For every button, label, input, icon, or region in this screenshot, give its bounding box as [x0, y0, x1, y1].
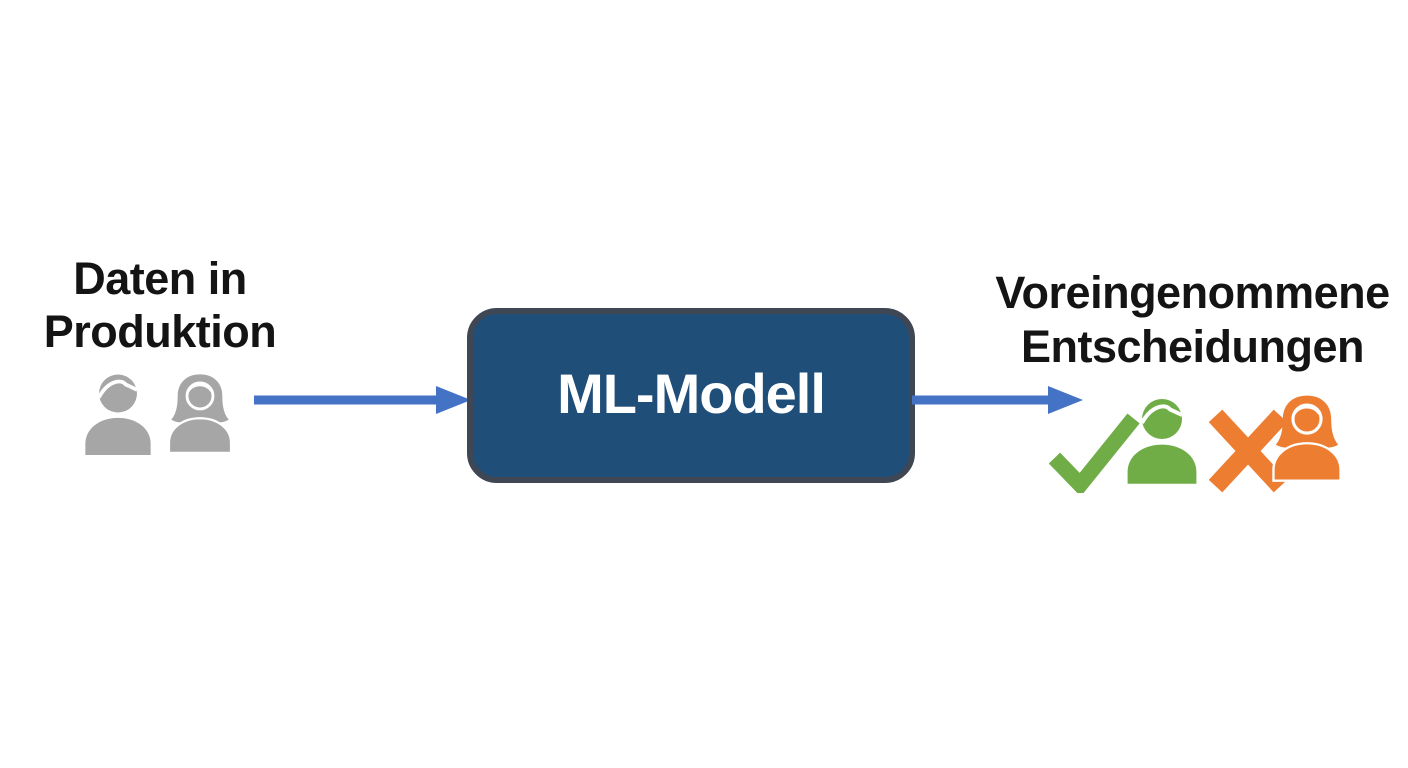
cross-icon	[1208, 409, 1288, 493]
production-data-line2: Produktion	[43, 306, 277, 357]
person-female-icon	[167, 374, 233, 453]
biased-decisions-line1: Voreingenommene	[995, 267, 1390, 318]
production-data-label: Daten in Produktion	[15, 252, 305, 358]
biased-decisions-label: Voreingenommene Entscheidungen	[985, 266, 1400, 374]
ml-model-label: ML-Modell	[557, 362, 826, 425]
flow-arrow-output	[912, 386, 1083, 414]
biased-decisions-line2: Entscheidungen	[1020, 321, 1365, 372]
ml-model-box: ML-Modell	[467, 308, 915, 483]
flow-arrow-input	[254, 386, 471, 414]
person-male-icon	[85, 374, 151, 455]
production-data-line1: Daten in	[73, 253, 247, 304]
checkmark-icon	[1048, 413, 1140, 493]
person-female-icon	[1272, 395, 1342, 482]
person-male-icon	[1127, 399, 1197, 484]
